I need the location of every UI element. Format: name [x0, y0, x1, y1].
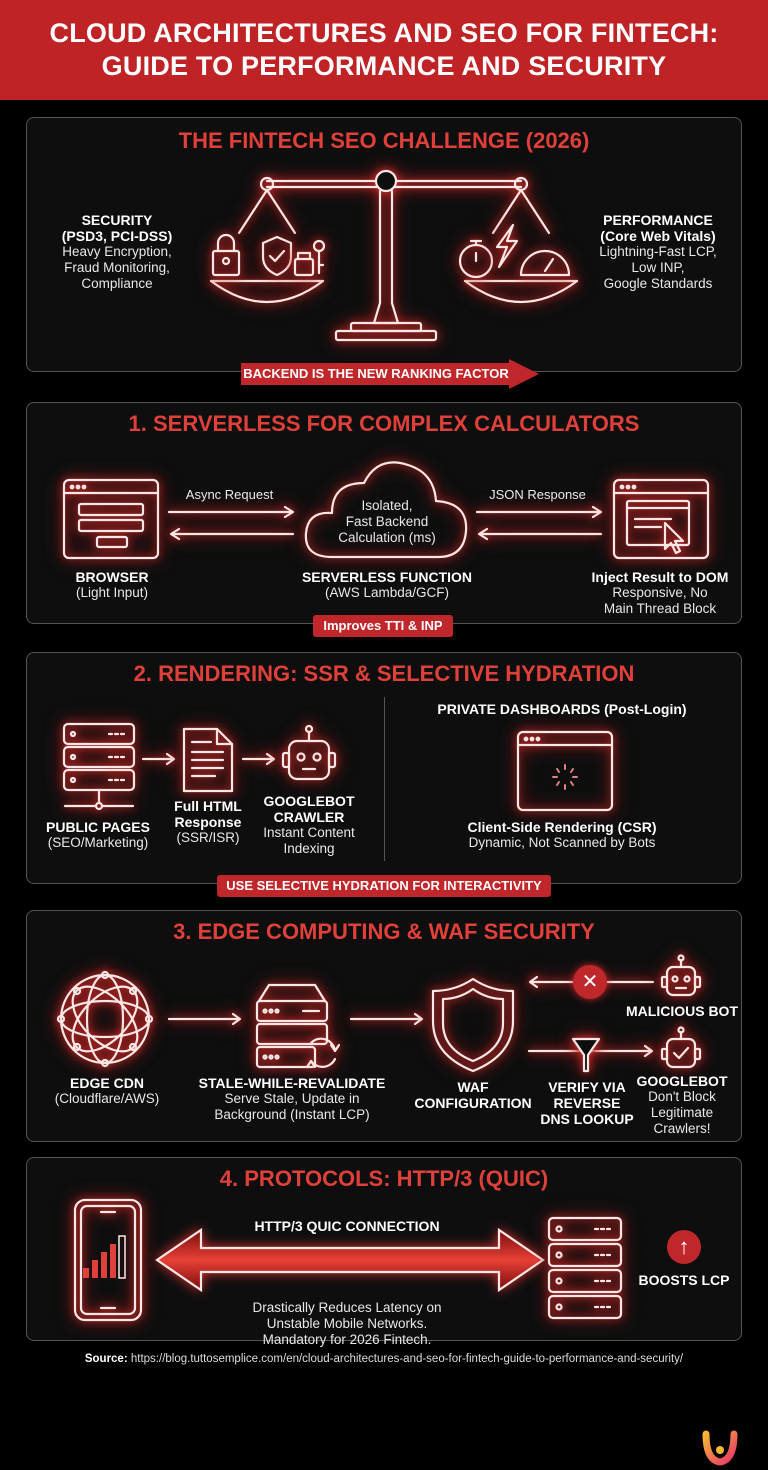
arrow-right-icon [141, 752, 176, 766]
padlock-icon [211, 233, 241, 277]
shield-check-icon [261, 235, 293, 277]
serverless-title: 1. SERVERLESS FOR COMPLEX CALCULATORS [128, 411, 640, 436]
security-label: SECURITY (PSD3, PCI-DSS) Heavy Encryptio… [61, 212, 173, 291]
browser-window-icon [62, 478, 160, 560]
cloud-icon [304, 461, 468, 559]
arrow-right-icon [241, 752, 276, 766]
rendering-panel: 2. RENDERING: SSR & SELECTIVE HYDRATION … [26, 652, 742, 897]
source-label: Source: [84, 1353, 128, 1365]
rendering-title: 2. RENDERING: SSR & SELECTIVE HYDRATION [133, 661, 635, 686]
browser-label: BROWSER(Light Input) [75, 569, 149, 600]
challenge-title: THE FINTECH SEO CHALLENGE (2026) [178, 128, 590, 153]
filter-funnel-icon [571, 1037, 601, 1073]
loading-window-icon [516, 730, 614, 812]
quic-connection-label: HTTP/3 QUIC CONNECTION [254, 1218, 440, 1234]
spinner-icon [552, 764, 578, 790]
boosts-lcp-label: BOOSTS LCP [638, 1272, 730, 1288]
async-request-label: Async Request [185, 487, 274, 502]
edge-panel: 3. EDGE COMPUTING & WAF SECURITY EDGE CD… [26, 910, 742, 1142]
tti-inp-badge: Improves TTI & INP [313, 615, 453, 637]
arrow-up-icon: ↑ [667, 1230, 701, 1264]
private-dashboards-label: PRIVATE DASHBOARDS (Post-Login) [437, 701, 687, 717]
json-response-label: JSON Response [489, 487, 586, 502]
server-refresh-icon [255, 983, 341, 1069]
block-x-icon: ✕ [573, 965, 607, 999]
html-document-icon [182, 727, 234, 793]
protocols-panel: 4. PROTOCOLS: HTTP/3 (QUIC) HTTP/3 QUIC … [26, 1157, 742, 1347]
header-banner: CLOUD ARCHITECTURES AND SEO FOR FINTECH:… [0, 0, 768, 100]
globe-network-icon [56, 970, 154, 1068]
malicious-bot-label: MALICIOUS BOT [626, 1003, 738, 1019]
source-line: Source: https://blog.tuttosemplice.com/e… [0, 1353, 768, 1365]
waf-shield-icon [431, 977, 515, 1073]
challenge-panel: THE FINTECH SEO CHALLENGE (2026) SECURIT… [26, 117, 742, 389]
edge-cdn-label: EDGE CDN(Cloudflare/AWS) [54, 1075, 160, 1106]
smartphone-signal-icon [73, 1198, 143, 1322]
source-url[interactable]: https://blog.tuttosemplice.com/en/cloud-… [130, 1353, 684, 1365]
panel-divider [384, 697, 385, 861]
serverless-function-label: SERVERLESS FUNCTION(AWS Lambda/GCF) [301, 569, 473, 600]
double-arrow-icon [155, 1227, 545, 1293]
googlebot-check-icon [660, 1026, 702, 1069]
balance-scale-icon [209, 169, 579, 342]
page-title-line1: CLOUD ARCHITECTURES AND SEO FOR FINTECH: [49, 18, 719, 48]
lock-key-icon [293, 239, 326, 277]
robot-crawler-icon [281, 724, 337, 781]
dom-window-cursor-icon [612, 478, 710, 560]
selective-hydration-badge: USE SELECTIVE HYDRATION FOR INTERACTIVIT… [217, 875, 551, 897]
response-arrows [475, 505, 603, 541]
ranking-factor-text: BACKEND IS THE NEW RANKING FACTOR [243, 366, 509, 381]
speedometer-icon [519, 249, 571, 277]
serverless-panel: 1. SERVERLESS FOR COMPLEX CALCULATORS BR… [26, 402, 742, 637]
malicious-bot-icon [660, 954, 702, 997]
lightning-icon [495, 223, 519, 269]
edge-title: 3. EDGE COMPUTING & WAF SECURITY [173, 919, 595, 944]
server-stack-icon [62, 722, 136, 811]
server-rack-icon [547, 1216, 623, 1320]
arrow-right-icon [349, 1012, 424, 1026]
protocols-title: 4. PROTOCOLS: HTTP/3 (QUIC) [219, 1166, 549, 1191]
ranking-factor-banner: BACKEND IS THE NEW RANKING FACTOR [241, 359, 541, 389]
request-arrows [167, 505, 295, 541]
csr-label: Client-Side Rendering (CSR)Dynamic, Not … [467, 819, 657, 850]
page-title-line2: GUIDE TO PERFORMANCE AND SECURITY [101, 51, 667, 81]
stopwatch-icon [458, 239, 494, 279]
arrow-right-icon [167, 1012, 242, 1026]
performance-label: PERFORMANCE (Core Web Vitals) Lightning-… [599, 212, 717, 291]
public-pages-label: PUBLIC PAGES(SEO/Marketing) [46, 819, 150, 850]
brand-logo-icon [702, 1430, 738, 1466]
